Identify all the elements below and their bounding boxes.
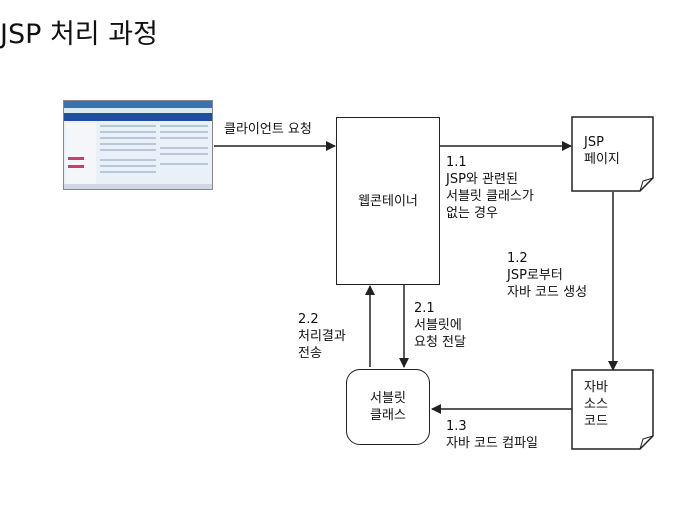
step-1-1-label: 1.1 JSP와 관련된 서블릿 클래스가 없는 경우 [446, 155, 534, 221]
java-source-shape [571, 369, 654, 450]
page-title: JSP 처리 과정 [0, 19, 158, 50]
browser-screenshot-icon [63, 100, 213, 190]
web-container-label: 웹콘테이너 [358, 193, 418, 209]
jsp-page-label: JSP 페이지 [584, 135, 620, 167]
step-2-1-label: 2.1 서블릿에 요청 전달 [414, 301, 466, 350]
step-2-2-label: 2.2 처리결과 전송 [298, 312, 346, 361]
web-container-box: 웹콘테이너 [336, 117, 440, 285]
client-request-label: 클라이언트 요청 [224, 122, 312, 137]
jsp-page-shape [571, 116, 654, 192]
java-source-label: 자바 소스 코드 [584, 380, 608, 429]
step-1-3-label: 1.3 자바 코드 컴파일 [446, 419, 538, 451]
servlet-class-box: 서블릿 클래스 [346, 369, 430, 445]
step-1-2-label: 1.2 JSP로부터 자바 코드 생성 [507, 251, 588, 300]
